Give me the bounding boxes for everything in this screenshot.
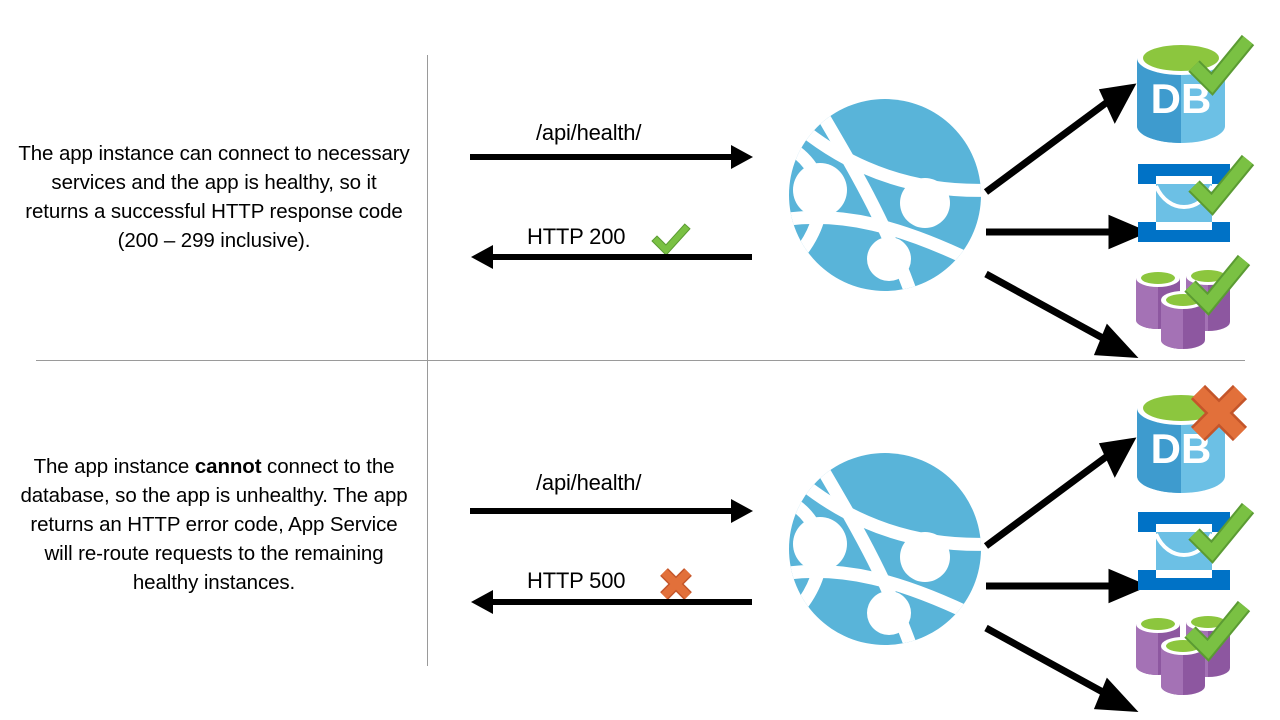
healthy-response-arrowhead <box>471 245 493 269</box>
unhealthy-request-arrowhead <box>731 499 753 523</box>
healthy-request-label: /api/health/ <box>536 120 642 145</box>
horizontal-divider <box>36 360 1245 361</box>
healthy-request-arrowhead <box>731 145 753 169</box>
healthy-service-arrows <box>980 62 1160 362</box>
healthy-description-text: The app instance can connect to necessar… <box>18 142 410 253</box>
unhealthy-request-label: /api/health/ <box>536 470 642 495</box>
status-badge-check-queue-unhealthy-row <box>1186 496 1256 566</box>
vertical-divider <box>427 55 428 666</box>
unhealthy-description: The app instance cannot connect to the d… <box>18 452 410 598</box>
unhealthy-response-label: HTTP 500 <box>527 568 626 593</box>
unhealthy-description-emphasis: cannot <box>194 455 262 478</box>
unhealthy-description-part-1: The app instance <box>33 455 195 478</box>
healthy-description: The app instance can connect to necessar… <box>18 139 410 255</box>
unhealthy-service-arrows <box>980 416 1160 716</box>
healthy-response-arrow-line <box>492 254 752 260</box>
status-badge-check-cosmos-healthy <box>1182 248 1252 318</box>
unhealthy-request-arrow-line <box>470 508 732 514</box>
status-badge-cross-db-unhealthy <box>1184 378 1254 448</box>
healthy-response-label: HTTP 200 <box>527 224 626 249</box>
network-globe-icon <box>785 95 985 295</box>
network-globe-icon <box>785 449 985 649</box>
status-badge-check-cosmos-unhealthy-row <box>1182 594 1252 664</box>
healthy-request-arrow-line <box>470 154 732 160</box>
unhealthy-response-arrow-line <box>492 599 752 605</box>
unhealthy-description-part-2: connect to the database, so the app is u… <box>20 455 408 595</box>
status-badge-check-db-healthy <box>1186 28 1256 98</box>
check-icon <box>651 220 691 260</box>
unhealthy-response-arrowhead <box>471 590 493 614</box>
cross-icon <box>656 564 696 604</box>
status-badge-check-queue-healthy <box>1186 148 1256 218</box>
